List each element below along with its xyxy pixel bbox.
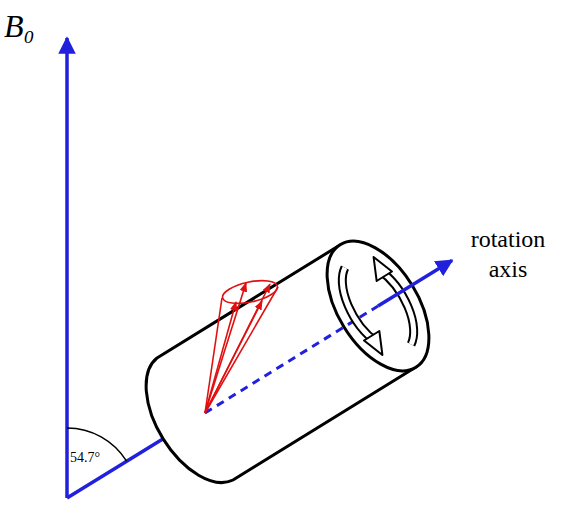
angle-label: 54.7° xyxy=(70,449,114,467)
b0-axis xyxy=(65,38,69,498)
rotor-cylinder xyxy=(146,224,450,483)
axis-label: rotation axis xyxy=(456,224,560,284)
precession-cone xyxy=(205,276,279,413)
field-label: B₀ xyxy=(4,6,58,46)
rotation-axis-arrow xyxy=(378,261,452,307)
